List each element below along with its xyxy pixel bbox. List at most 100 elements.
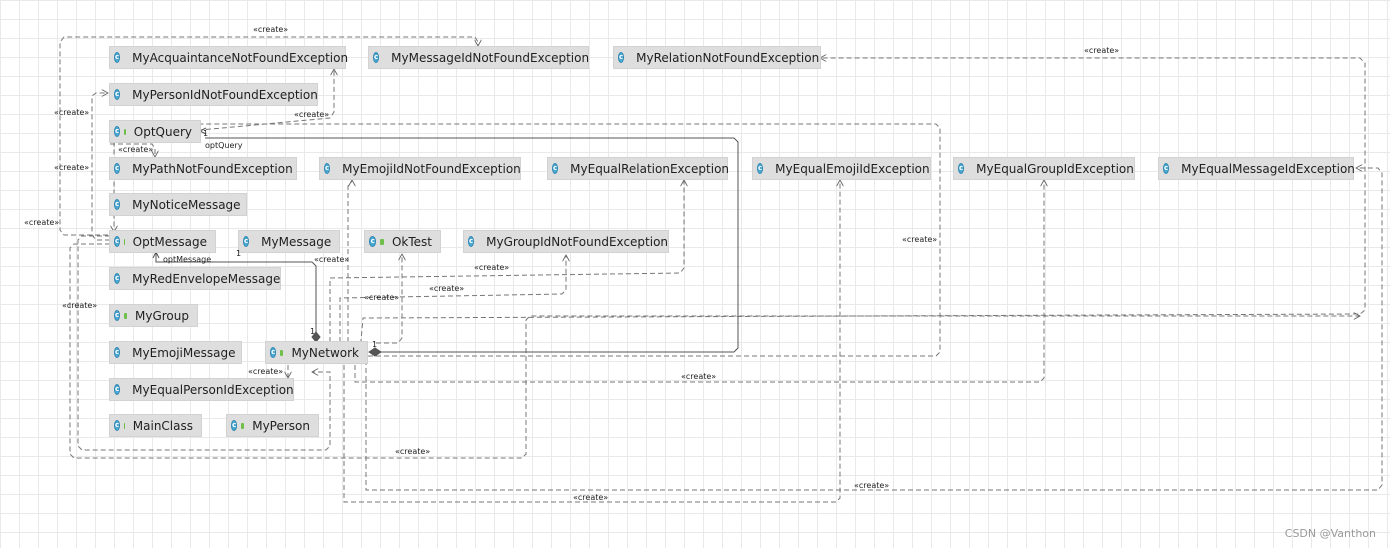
class-node-my-equal-relation-exception[interactable]: c MyEqualRelationException — [547, 157, 730, 180]
class-node-my-person[interactable]: c MyPerson — [226, 414, 319, 437]
create-stereotype-label: «create» — [294, 110, 330, 119]
class-icon: c — [270, 347, 277, 358]
edge-create-left-loop2 — [77, 235, 331, 451]
class-icon: c — [468, 236, 475, 247]
edge-create-left-loop — [69, 243, 1360, 459]
class-node-my-message[interactable]: c MyMessage — [238, 230, 340, 253]
create-stereotype-label: «create» — [54, 108, 90, 117]
class-node-my-person-id-not-found-exception[interactable]: c MyPersonIdNotFoundException — [109, 83, 318, 106]
edge-create-relation — [359, 58, 1366, 353]
class-node-main-class[interactable]: c MainClass — [109, 414, 202, 437]
class-node-ok-test[interactable]: c OkTest — [364, 230, 441, 253]
create-stereotype-label: «create» — [248, 367, 284, 376]
class-icon: c — [114, 236, 121, 247]
class-icon: c — [114, 89, 121, 100]
class-icon: c — [114, 199, 121, 210]
class-icon: c — [324, 163, 331, 174]
class-node-my-relation-not-found-exception[interactable]: c MyRelationNotFoundException — [613, 46, 821, 69]
edge-create-equalrelation — [329, 180, 684, 342]
class-icon: c — [114, 347, 121, 358]
class-name: MyEmojiMessage — [132, 345, 236, 360]
class-icon: c — [114, 420, 121, 431]
create-stereotype-label: «create» — [395, 447, 431, 456]
public-visibility-icon — [124, 312, 127, 319]
multiplicity-label: 1 — [236, 249, 242, 258]
class-name: OptQuery — [133, 124, 192, 139]
class-icon: c — [618, 52, 625, 63]
class-icon: c — [757, 163, 764, 174]
class-name: OkTest — [391, 234, 432, 249]
class-name: MyRelationNotFoundException — [636, 50, 820, 65]
class-icon: c — [114, 273, 121, 284]
class-icon: c — [114, 310, 121, 321]
public-visibility-icon — [124, 128, 126, 135]
class-name: MyEqualGroupIdException — [976, 161, 1134, 176]
create-stereotype-label: «create» — [681, 372, 717, 381]
public-visibility-icon — [241, 422, 245, 429]
edge-assoc-optquery — [205, 137, 739, 353]
class-node-opt-query[interactable]: c OptQuery — [109, 120, 201, 143]
class-node-my-emoji-message[interactable]: c MyEmojiMessage — [109, 341, 242, 364]
class-icon: c — [114, 126, 121, 137]
class-name: MyMessageIdNotFoundException — [391, 50, 590, 65]
class-node-my-path-not-found-exception[interactable]: c MyPathNotFoundException — [109, 157, 297, 180]
edge-create-groupid — [339, 255, 566, 342]
edge-create-equalgroup — [354, 180, 1044, 383]
edge-assoc-optmessage — [155, 252, 317, 336]
role-label-optquery: optQuery — [205, 141, 243, 150]
class-name: MyPersonIdNotFoundException — [132, 87, 318, 102]
class-icon: c — [369, 236, 377, 247]
class-name: MainClass — [132, 418, 193, 433]
role-label-optmessage: optMessage — [163, 255, 212, 264]
class-name: MyGroup — [135, 308, 189, 323]
edge-create-optquery-path — [110, 143, 155, 157]
create-stereotype-label: «create» — [474, 263, 510, 272]
create-stereotype-label: «create» — [364, 293, 400, 302]
create-stereotype-label: «create» — [24, 218, 60, 227]
create-stereotype-label: «create» — [118, 145, 154, 154]
class-node-my-acquaintance-not-found-exception[interactable]: c MyAcquaintanceNotFoundException — [109, 46, 349, 69]
class-name: MyMessage — [261, 234, 332, 249]
class-icon: c — [243, 236, 250, 247]
class-icon: c — [231, 420, 238, 431]
create-stereotype-label: «create» — [1084, 46, 1120, 55]
class-name: MyPerson — [252, 418, 310, 433]
class-icon: c — [552, 163, 559, 174]
class-node-my-group[interactable]: c MyGroup — [109, 304, 198, 327]
create-stereotype-label: «create» — [902, 235, 938, 244]
public-visibility-icon — [280, 349, 284, 356]
class-node-my-network[interactable]: c MyNetwork — [265, 341, 368, 364]
create-dependency-lines — [59, 36, 1383, 503]
class-name: MyAcquaintanceNotFoundException — [132, 50, 349, 65]
class-name: MyNetwork — [291, 345, 359, 360]
edge-create-optquery-acq — [189, 69, 334, 132]
create-stereotype-label: «create» — [854, 481, 890, 490]
edge-create-equalemoji — [343, 180, 840, 503]
watermark: CSDN @Vanthon — [1284, 527, 1376, 540]
class-icon: c — [114, 52, 121, 63]
class-name: MyEqualRelationException — [570, 161, 730, 176]
class-node-my-message-id-not-found-exception[interactable]: c MyMessageIdNotFoundException — [368, 46, 589, 69]
edge-create-oktest — [376, 254, 402, 344]
public-visibility-icon — [124, 422, 125, 429]
multiplicity-label: 1 — [372, 340, 378, 349]
create-stereotype-label: «create» — [253, 25, 289, 34]
class-icon: c — [373, 52, 380, 63]
class-icon: c — [114, 384, 121, 395]
class-name: MyPathNotFoundException — [132, 161, 293, 176]
create-stereotype-label: «create» — [573, 493, 609, 502]
class-icon: c — [114, 163, 121, 174]
composition-diamond-network — [368, 347, 382, 357]
create-stereotype-label: «create» — [429, 284, 465, 293]
